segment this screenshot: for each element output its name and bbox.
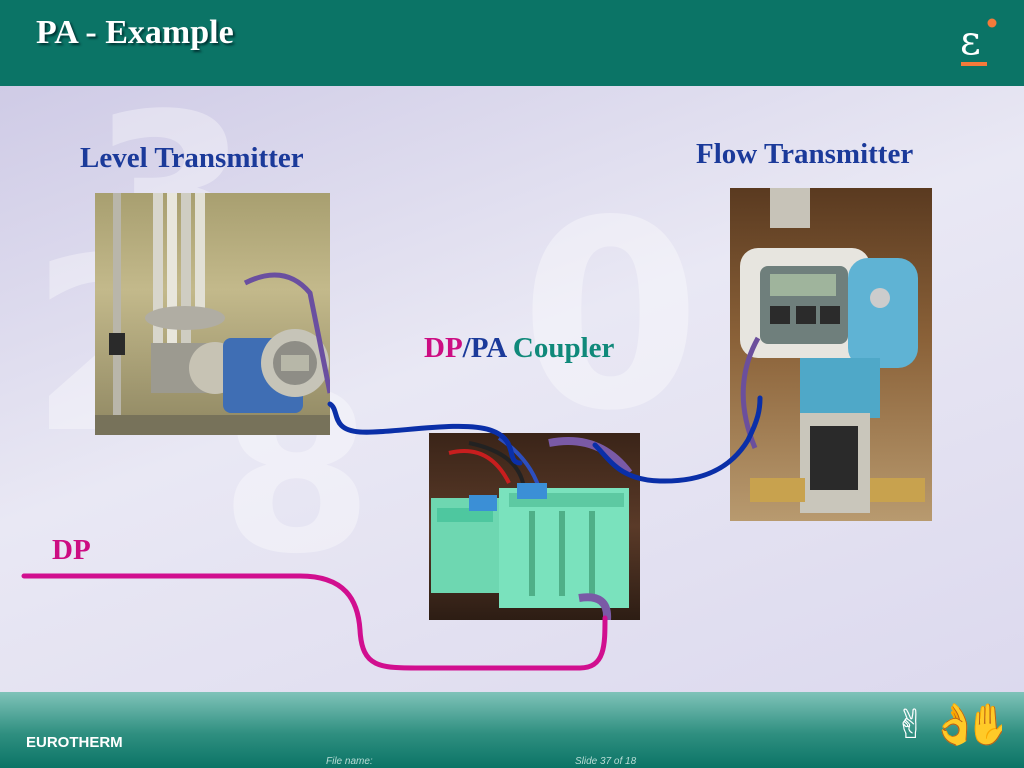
dp-label: DP	[52, 534, 91, 566]
abc-hand-sign-logo: ✌ 👌 ✋	[894, 701, 1002, 748]
pa-bus-wire	[592, 395, 763, 484]
svg-text:✋: ✋	[964, 701, 1002, 748]
coupler-pa-text: PA	[470, 332, 506, 364]
coupler-word-text: Coupler	[512, 332, 615, 364]
file-name-field: File name:	[326, 756, 373, 767]
level-transmitter-photo	[95, 193, 330, 435]
coupler-dp-text: DP	[424, 332, 463, 364]
slide-header: PA - Example ε	[0, 0, 1024, 86]
slide-number: Slide 37 of 18	[575, 756, 637, 767]
flow-transmitter-label: Flow Transmitter	[696, 138, 914, 170]
eurotherm-brand: EUROTHERM	[26, 734, 123, 751]
flow-transmitter-photo	[730, 188, 932, 521]
pa-bus-wire	[327, 401, 523, 466]
svg-text:ε: ε	[960, 18, 981, 64]
level-transmitter-label: Level Transmitter	[80, 142, 304, 174]
dp-bus-wire	[21, 573, 608, 671]
eurotherm-epsilon-logo: ε	[960, 18, 997, 66]
svg-text:👌: 👌	[930, 702, 980, 748]
slide-footer: EUROTHERM File name: Slide 37 of 18 ✌ 👌 …	[0, 692, 1024, 768]
coupler-slash-text: /	[462, 332, 471, 364]
slide-title: PA - Example	[36, 14, 234, 51]
coupler-label: DP/PA Coupler	[424, 332, 614, 365]
dp-pa-coupler-photo	[429, 433, 640, 620]
svg-text:✌: ✌	[894, 702, 928, 748]
background-watermark: 0	[520, 166, 701, 468]
